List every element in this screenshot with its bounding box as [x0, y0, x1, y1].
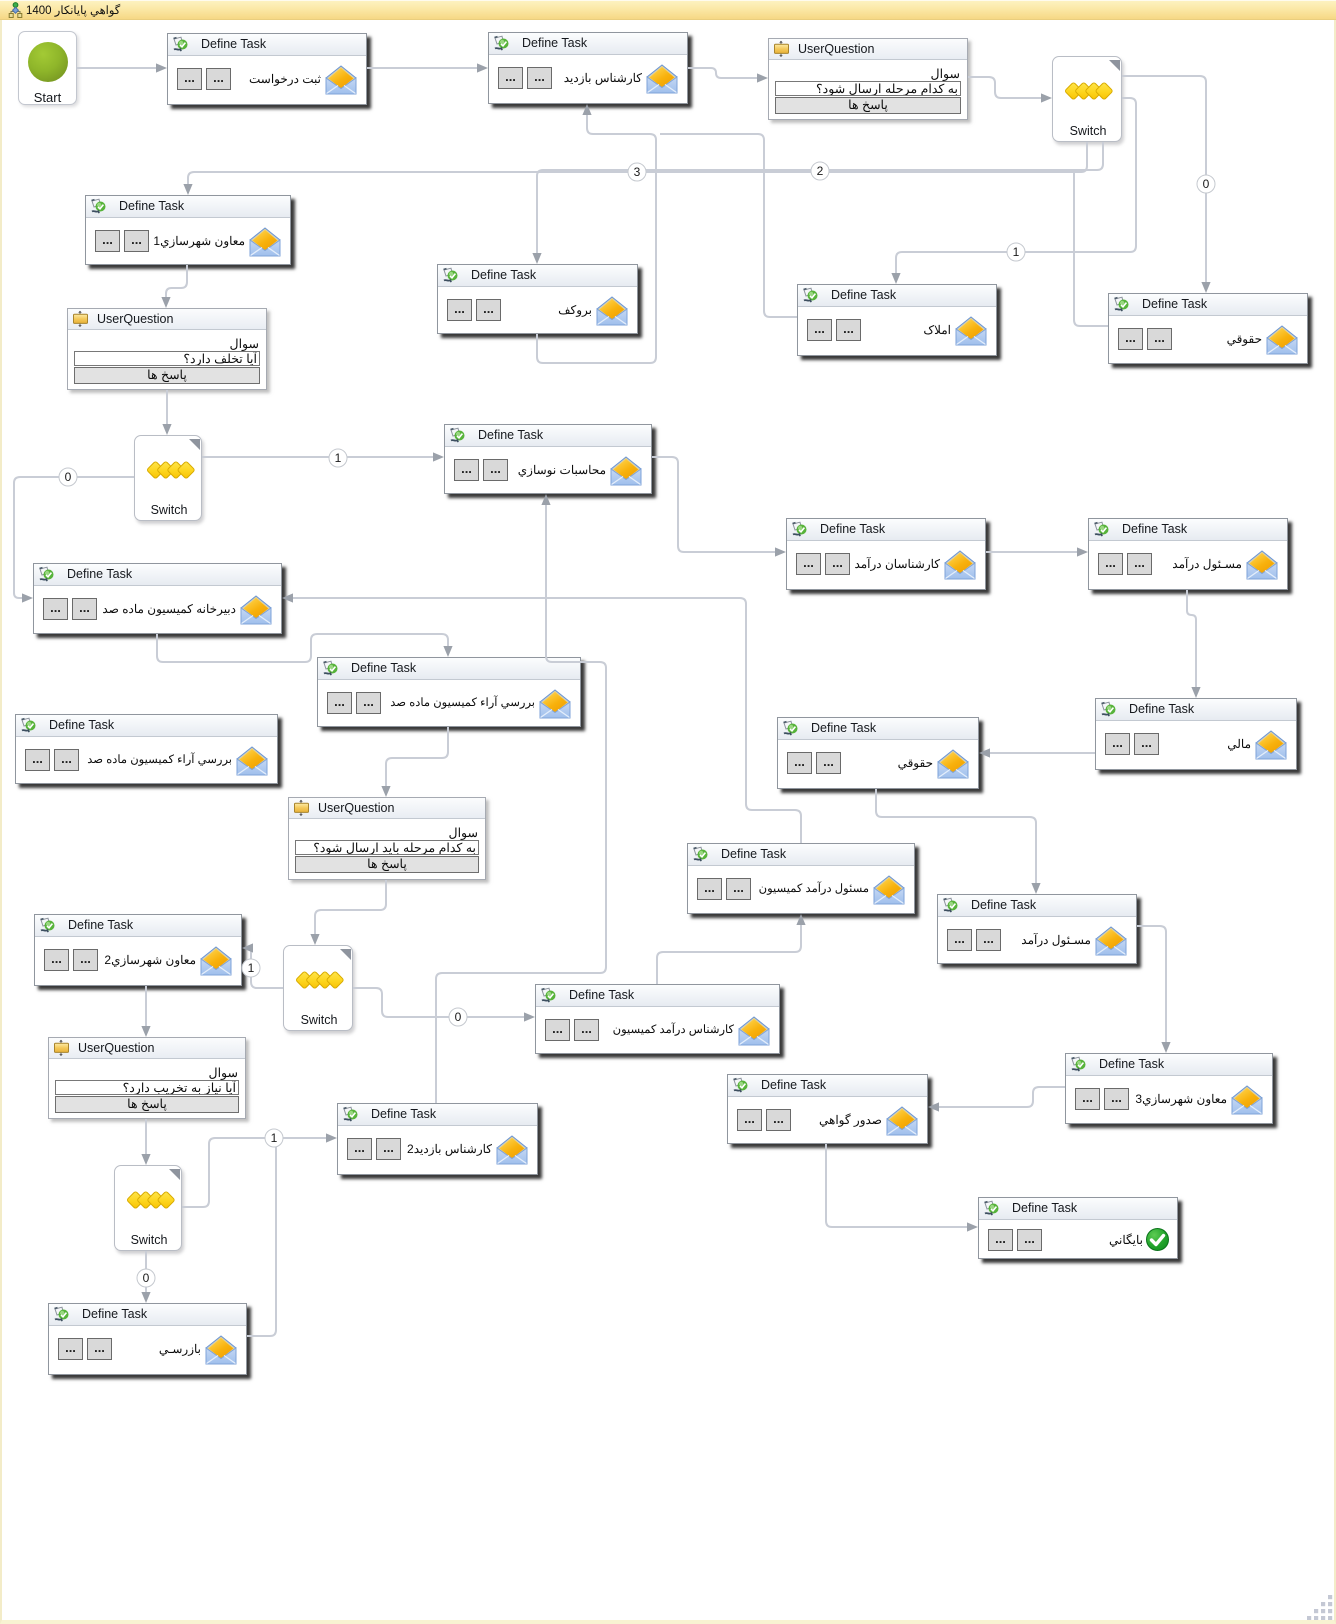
svg-text:1: 1 [271, 1131, 278, 1145]
svg-text:0: 0 [1203, 177, 1210, 191]
svg-text:1: 1 [248, 961, 255, 975]
svg-text:Switch: Switch [151, 503, 188, 517]
svg-text:0: 0 [455, 1010, 462, 1024]
svg-text:0: 0 [143, 1271, 150, 1285]
svg-text:Switch: Switch [1070, 124, 1107, 138]
svg-text:Switch: Switch [131, 1233, 168, 1247]
svg-text:1: 1 [1013, 245, 1020, 259]
svg-text:2: 2 [817, 164, 824, 178]
svg-text:Switch: Switch [301, 1013, 338, 1027]
svg-text:0: 0 [65, 470, 72, 484]
svg-text:3: 3 [634, 165, 641, 179]
svg-text:1: 1 [335, 451, 342, 465]
